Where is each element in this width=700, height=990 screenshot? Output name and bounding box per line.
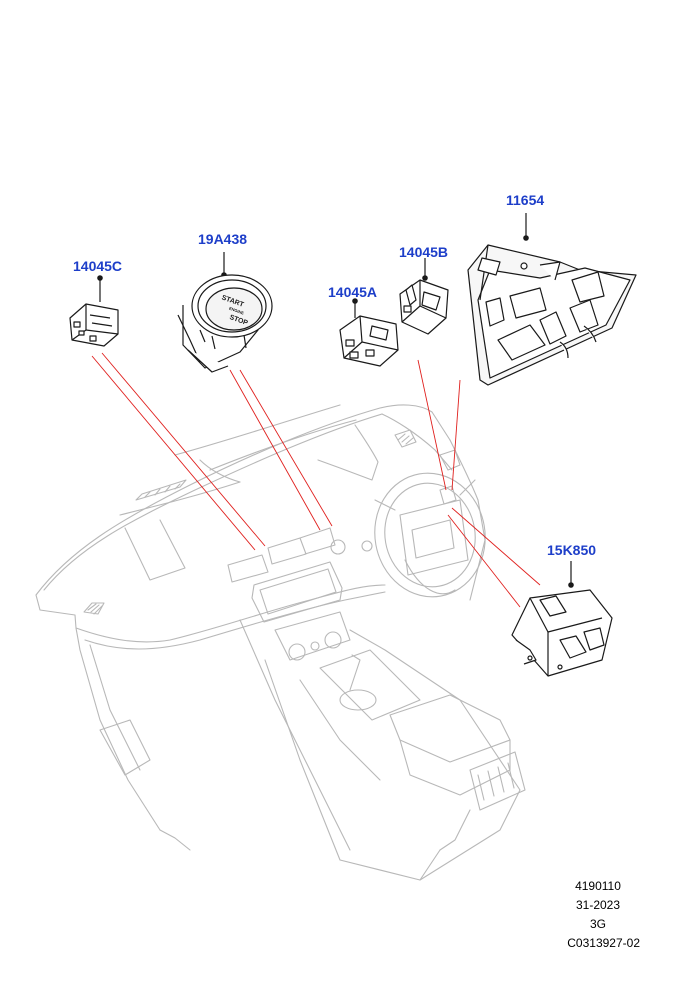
- leader-lines: [91, 352, 541, 608]
- label-19a438[interactable]: 19A438: [198, 231, 248, 247]
- label-15k850[interactable]: 15K850: [547, 542, 597, 558]
- part-14045a-switch[interactable]: [339, 298, 399, 367]
- illustration-id: C0313927-02: [567, 936, 640, 950]
- label-14045b[interactable]: 14045B: [399, 244, 449, 260]
- label-14045a[interactable]: 14045A: [328, 284, 378, 300]
- part-14045c-switch[interactable]: [69, 275, 119, 347]
- reference-code: 3G: [589, 917, 606, 931]
- reference-date: 31-2023: [575, 898, 621, 912]
- part-11654-switch-panel[interactable]: [467, 213, 637, 386]
- label-14045c[interactable]: 14045C: [73, 258, 123, 274]
- part-15k850-column-switch[interactable]: [511, 561, 613, 677]
- reference-number: 4190110: [575, 879, 621, 893]
- part-19a438-start-stop-button[interactable]: [177, 252, 273, 373]
- engine-text: ENGINE: [228, 306, 244, 316]
- diagram-reference-info: 4190110 31-2023 3G C0313927-02: [520, 877, 640, 953]
- vehicle-interior-illustration: [35, 404, 526, 881]
- label-11654[interactable]: 11654: [506, 192, 545, 208]
- part-14045b-switch[interactable]: [399, 258, 449, 335]
